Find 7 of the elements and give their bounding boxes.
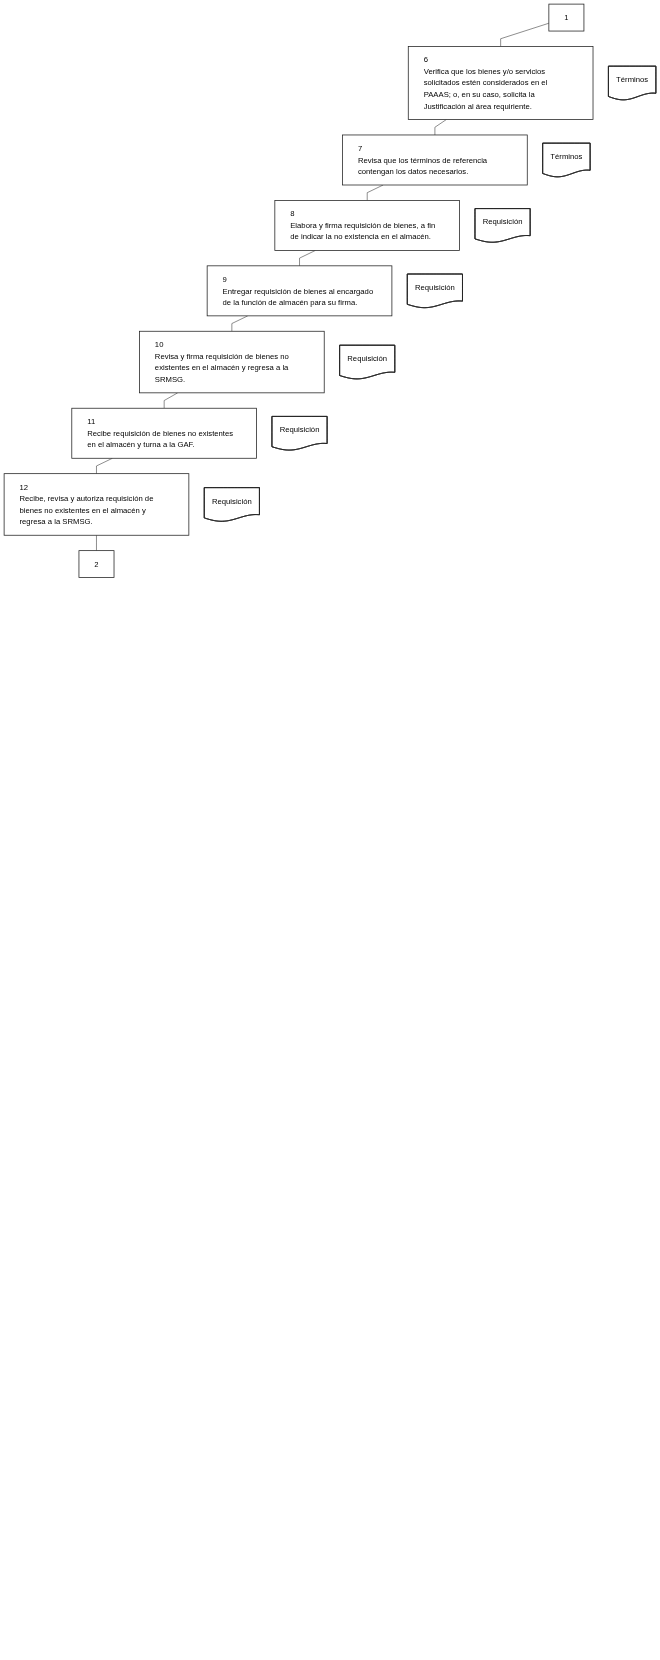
connector (163, 392, 178, 409)
connector (231, 315, 249, 332)
connector (434, 119, 447, 136)
connector (500, 22, 550, 47)
connector (299, 250, 316, 267)
connector (96, 535, 97, 551)
connector (96, 458, 113, 474)
